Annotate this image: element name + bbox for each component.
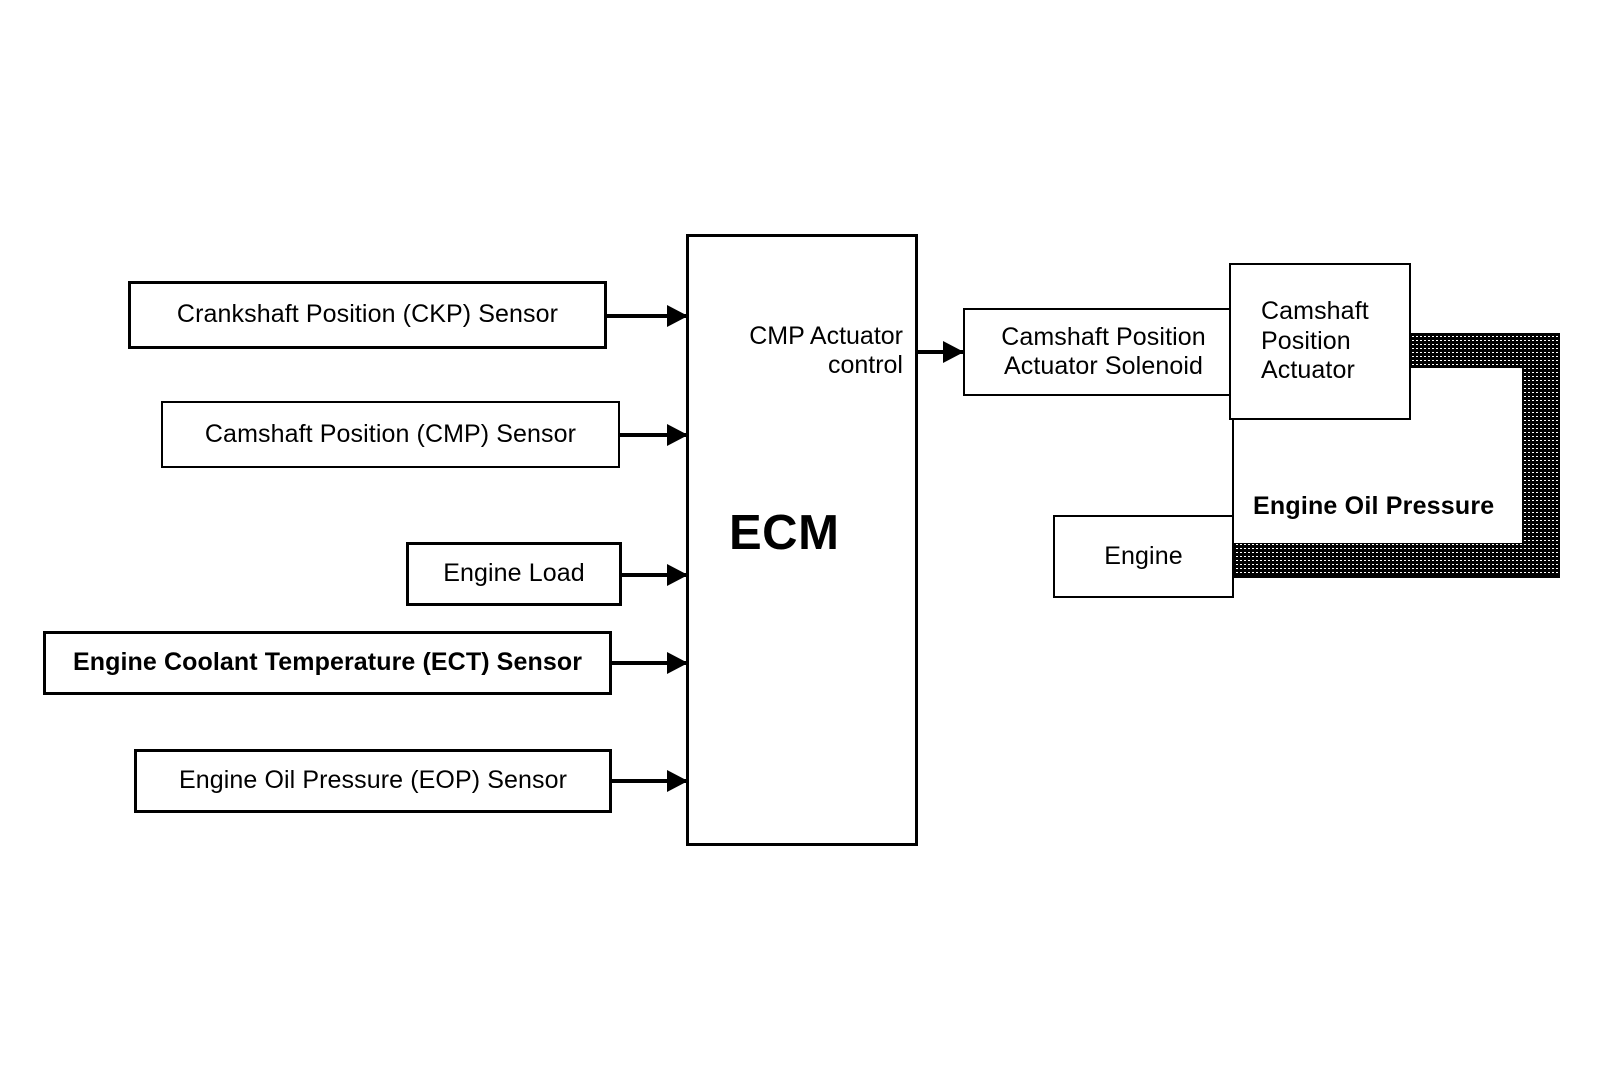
box-engine[interactable]: Engine <box>1053 515 1234 598</box>
box-engine-load-label: Engine Load <box>443 559 585 588</box>
box-cmp-actuator-solenoid-label: Camshaft Position Actuator Solenoid <box>1001 323 1206 382</box>
connector-ect-to-ecm <box>611 661 687 665</box>
box-cmp-actuator-solenoid[interactable]: Camshaft Position Actuator Solenoid <box>963 308 1244 396</box>
connector-ckp-to-ecm <box>606 314 687 318</box>
arrowhead-solenoid <box>943 341 964 363</box>
box-engine-label: Engine <box>1104 541 1183 570</box>
box-camshaft-position-actuator[interactable]: Camshaft Position Actuator <box>1229 263 1411 420</box>
box-ckp-sensor[interactable]: Crankshaft Position (CKP) Sensor <box>128 281 607 349</box>
box-ect-sensor[interactable]: Engine Coolant Temperature (ECT) Sensor <box>43 631 612 695</box>
ecm-function-label: CMP Actuator control <box>703 322 903 380</box>
arrowhead-cmp <box>667 424 688 446</box>
box-cmp-sensor-label: Camshaft Position (CMP) Sensor <box>204 419 577 448</box>
box-cmp-sensor[interactable]: Camshaft Position (CMP) Sensor <box>161 401 620 468</box>
box-engine-load[interactable]: Engine Load <box>406 542 622 606</box>
solenoid-line1: Camshaft Position <box>1001 322 1206 351</box>
box-camshaft-position-actuator-label: Camshaft Position Actuator <box>1261 297 1369 386</box>
box-ect-sensor-label: Engine Coolant Temperature (ECT) Sensor <box>72 648 583 677</box>
box-eop-sensor-label: Engine Oil Pressure (EOP) Sensor <box>178 766 568 795</box>
box-ckp-sensor-label: Crankshaft Position (CKP) Sensor <box>176 300 559 329</box>
box-eop-sensor[interactable]: Engine Oil Pressure (EOP) Sensor <box>134 749 612 813</box>
connector-ecm-to-solenoid <box>916 350 965 354</box>
solenoid-line2: Actuator Solenoid <box>1003 352 1204 380</box>
connector-cmp-to-ecm <box>619 433 687 437</box>
ecm-name-label: ECM <box>729 506 840 560</box>
engine-oil-pressure-label: Engine Oil Pressure <box>1253 492 1495 520</box>
connector-eop-to-ecm <box>611 779 687 783</box>
arrowhead-engine-load <box>667 564 688 586</box>
actuator-line3: Actuator <box>1261 356 1355 385</box>
connector-engine-load-to-ecm <box>621 573 687 577</box>
ecm-function-line1: CMP Actuator <box>749 322 903 350</box>
actuator-line2: Position <box>1261 326 1351 355</box>
box-ecm[interactable] <box>686 234 918 846</box>
arrowhead-eop <box>667 770 688 792</box>
arrowhead-ckp <box>667 305 688 327</box>
ecm-function-line2: control <box>827 350 903 379</box>
actuator-line1: Camshaft <box>1261 297 1369 326</box>
arrowhead-ect <box>667 652 688 674</box>
